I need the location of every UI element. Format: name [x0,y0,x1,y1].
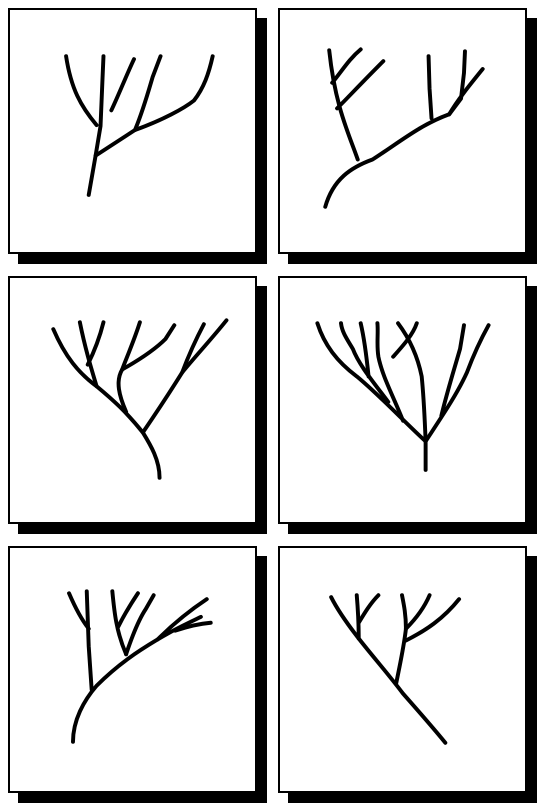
tree-drawing-1 [10,10,255,252]
tree-panel-3 [8,276,257,524]
tree-drawing-3 [10,278,255,522]
twig-left [359,595,379,623]
tree-drawing-6 [280,548,525,791]
tree-drawing-4 [280,278,525,522]
branch-left [87,591,92,689]
tree-panel-4 [278,276,527,524]
tree-panel-6 [278,546,527,793]
branch-left [66,56,96,125]
twig-1 [88,322,104,364]
tree-panel-2 [278,8,527,254]
trunk [53,329,159,478]
branch-right [143,320,227,432]
tree-drawing-2 [280,10,525,252]
branch-right [426,325,489,441]
tree-panel-1 [8,8,257,254]
trunk [331,597,445,743]
twig-right-mid [406,595,430,628]
branch-mid [135,56,161,130]
branch-right [429,56,432,118]
branch-left-twig [332,49,361,82]
tree-panel-5 [8,546,257,793]
twig [111,59,134,110]
branch-right-twig [449,69,482,114]
tree-drawing-5 [10,548,255,791]
branch-center [398,323,426,441]
branch-left-upright [357,595,359,638]
twig-center [118,593,138,626]
